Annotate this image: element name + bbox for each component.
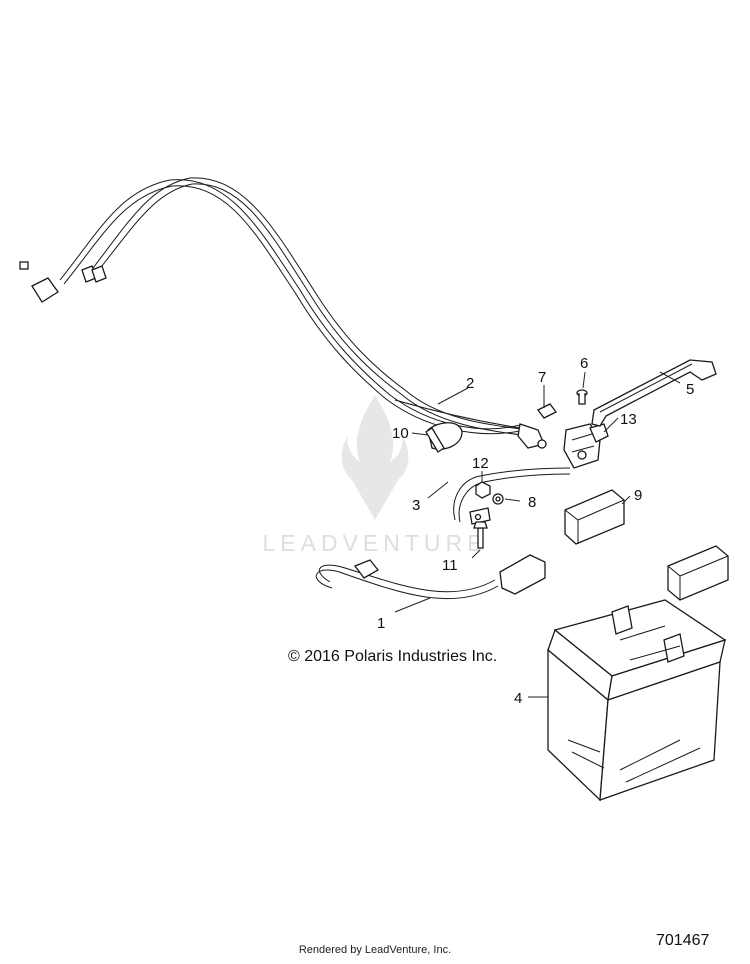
part-11-bolt <box>473 521 488 549</box>
callout-2[interactable]: 2 <box>466 375 474 392</box>
callouts: 1 2 3 4 5 6 7 8 9 10 11 12 13 <box>377 355 694 707</box>
drawing-number: 701467 <box>656 932 710 949</box>
part-8-nut <box>492 493 504 505</box>
copyright-notice: © 2016 Polaris Industries Inc. <box>288 648 498 665</box>
callout-4[interactable]: 4 <box>514 690 522 707</box>
part-5-bracket <box>591 359 717 427</box>
part-9-pad-second <box>667 545 729 601</box>
part-9-pad <box>564 489 625 545</box>
part-1-battery-cable <box>315 554 546 600</box>
callout-3[interactable]: 3 <box>412 497 420 514</box>
callout-1[interactable]: 1 <box>377 615 385 632</box>
rendered-by-footer: Rendered by LeadVenture, Inc. <box>298 944 452 956</box>
leadventure-watermark: LEADVENTURE <box>263 395 488 556</box>
callout-11[interactable]: 11 <box>442 557 458 574</box>
part-3-ground-cable <box>453 467 571 525</box>
part-13-relay <box>537 423 609 469</box>
part-4-battery <box>547 599 727 802</box>
part-10-clamp <box>425 422 463 453</box>
part-2-cable-harness <box>19 177 545 449</box>
callout-9[interactable]: 9 <box>634 487 642 504</box>
part-7-bolt <box>537 398 557 419</box>
leader-lines <box>394 371 681 698</box>
callout-10[interactable]: 10 <box>392 425 409 442</box>
callout-5[interactable]: 5 <box>686 381 694 398</box>
watermark-text: LEADVENTURE <box>263 530 488 556</box>
watermark-flame-logo <box>341 395 409 520</box>
callout-8[interactable]: 8 <box>528 494 536 511</box>
part-6-screw <box>576 389 588 405</box>
callout-7[interactable]: 7 <box>538 369 546 386</box>
callout-6[interactable]: 6 <box>580 355 588 372</box>
part-12-nut <box>475 481 491 499</box>
callout-12[interactable]: 12 <box>472 455 489 472</box>
callout-13[interactable]: 13 <box>620 411 637 428</box>
